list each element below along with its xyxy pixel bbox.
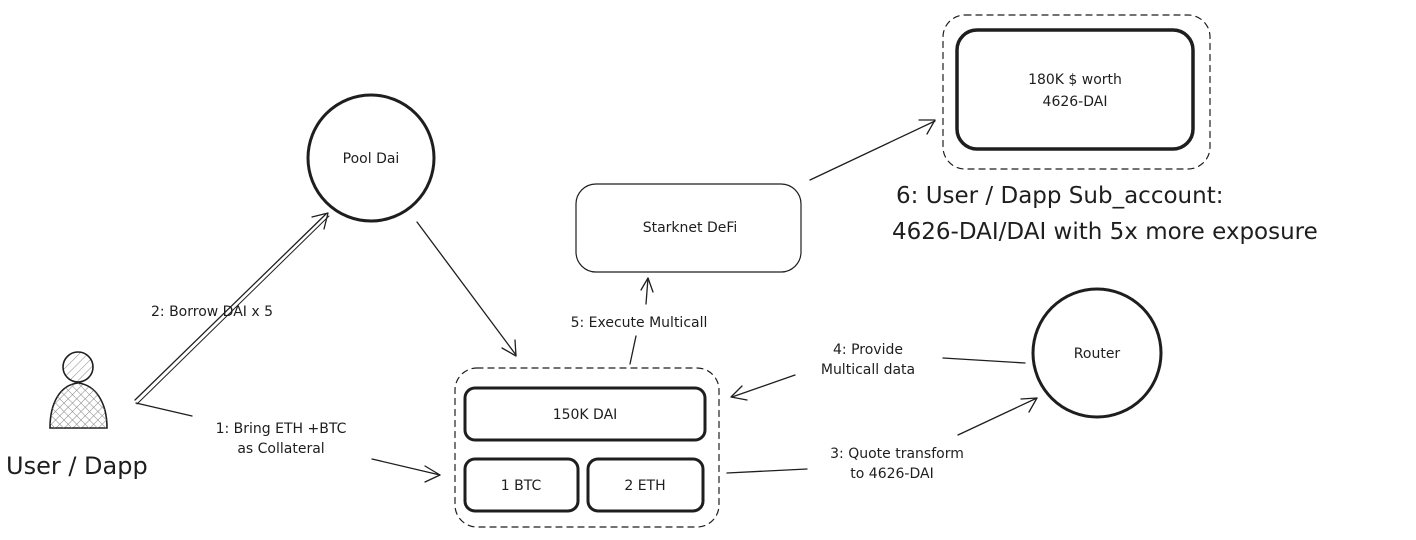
starknet-defi-label: Starknet DeFi — [643, 220, 738, 236]
step-1-label-line-2: as Collateral — [237, 441, 324, 457]
user-node: User / Dapp — [6, 351, 148, 480]
arrow-user-to-pool — [134, 212, 330, 405]
router-node: Router — [1031, 287, 1163, 419]
step-1-label-line-1: 1: Bring ETH +BTC — [216, 421, 347, 437]
pool-dai-label: Pool Dai — [343, 151, 400, 167]
starknet-defi-node: Starknet DeFi — [575, 183, 802, 273]
result-line-2: 4626-DAI — [1043, 94, 1108, 110]
dai-box — [463, 386, 707, 442]
arrow-starknet-to-subaccount — [809, 119, 936, 181]
step-3-label-line-2: to 4626-DAI — [850, 466, 933, 482]
sub-account-dashed-frame — [942, 14, 1211, 170]
sub-account-group: 180K $ worth 4626-DAI — [942, 14, 1211, 170]
result-line-1: 180K $ worth — [1028, 72, 1122, 88]
arrow-collateral-to-router — [726, 397, 1038, 474]
pool-dai-circle — [306, 93, 436, 223]
step-6-title: 6: User / Dapp Sub_account: — [896, 183, 1223, 209]
step-4-label-line-1: 4: Provide — [833, 342, 903, 358]
step-3-label-line-1: 3: Quote transform — [830, 446, 964, 462]
result-box — [955, 28, 1195, 151]
step-5-label: 5: Execute Multicall — [571, 315, 708, 331]
step-6-subtitle: 4626-DAI/DAI with 5x more exposure — [892, 219, 1318, 245]
eth-box-label: 2 ETH — [624, 478, 665, 494]
arrow-router-to-collateral — [730, 357, 1026, 401]
user-label: User / Dapp — [6, 452, 148, 480]
pool-dai-node: Pool Dai — [306, 93, 436, 223]
user-icon — [49, 351, 108, 429]
btc-box-label: 1 BTC — [501, 478, 542, 494]
arrow-pool-to-collateral — [416, 221, 517, 357]
router-label: Router — [1074, 346, 1121, 362]
eth-box — [586, 457, 705, 513]
collateral-dashed-frame — [454, 367, 720, 528]
arrow-collateral-to-starknet — [629, 277, 654, 365]
arrow-user-to-collateral — [135, 402, 441, 483]
dai-box-label: 150K DAI — [553, 407, 618, 423]
step-4-label-line-2: Multicall data — [821, 362, 915, 378]
collateral-group: 150K DAI 1 BTC 2 ETH — [454, 367, 720, 528]
starknet-defi-box — [575, 183, 802, 273]
step-2-label: 2: Borrow DAI x 5 — [151, 304, 273, 320]
btc-box — [463, 457, 580, 513]
router-circle — [1031, 287, 1163, 419]
